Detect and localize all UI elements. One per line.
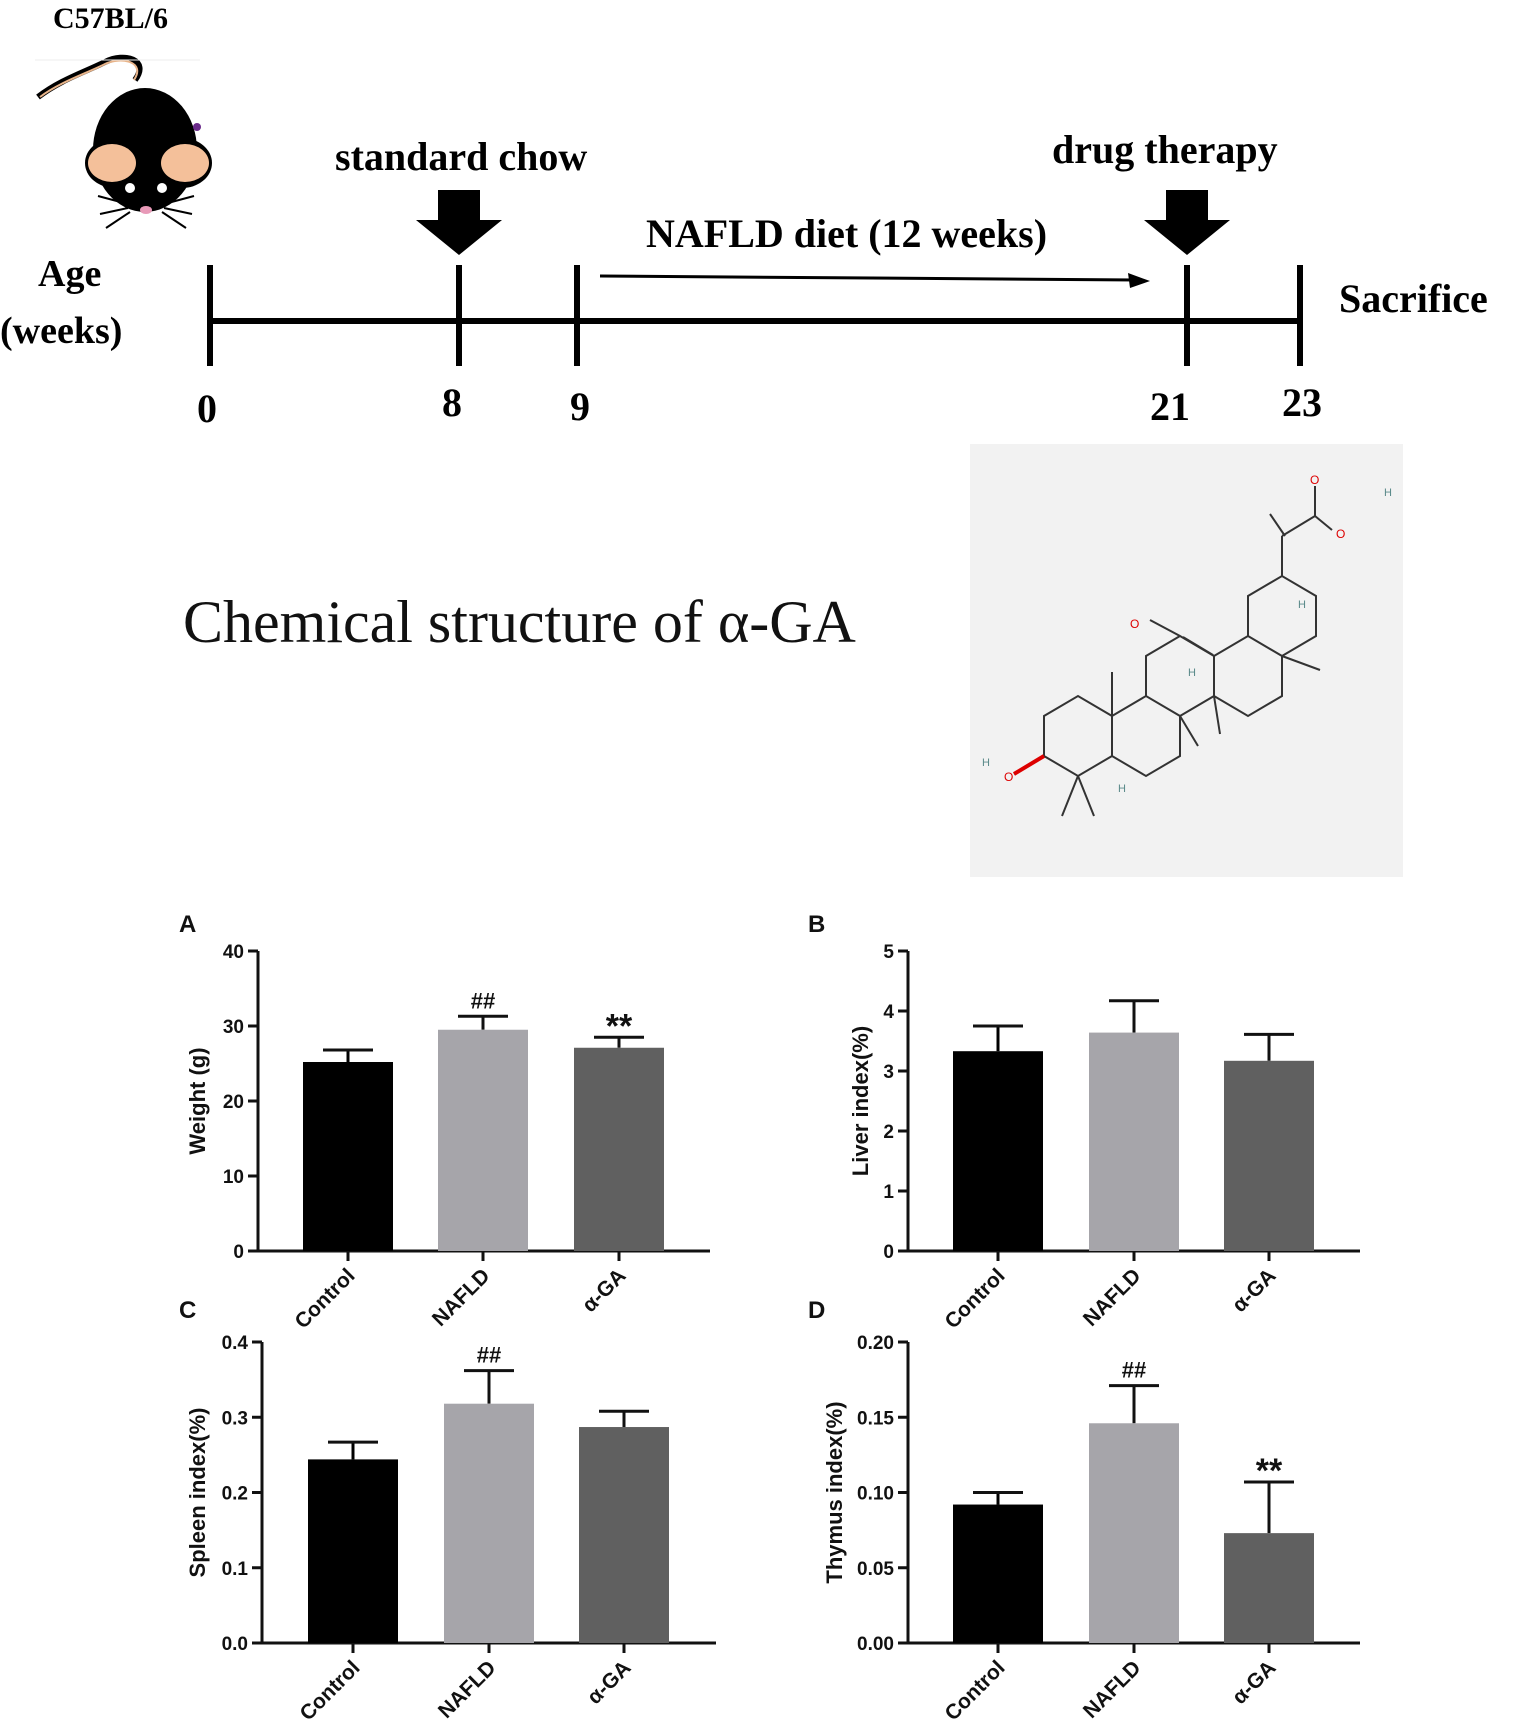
tick-label: 0 [197,386,217,431]
bar [953,1504,1043,1643]
y-tick-label: 0.4 [222,1333,249,1354]
bar [1224,1533,1314,1643]
hydrogen-label: H [1384,487,1392,499]
y-tick-label: 0.1 [222,1559,249,1580]
y-tick-label: 40 [223,942,244,963]
diet-arrow [599,274,1137,282]
significance-mark: ## [471,988,495,1013]
significance-mark: ## [1122,1358,1146,1383]
category-label: NAFLD [1079,1264,1146,1331]
y-tick-label: 0.10 [857,1484,894,1505]
significance-mark: ## [477,1343,501,1368]
y-tick-label: 0.2 [222,1484,248,1505]
tick-label: 8 [442,380,462,425]
panel-letter: A [179,911,196,938]
tick-label: 23 [1282,380,1322,425]
hydrogen-label: H [1118,783,1126,795]
standard-chow-label: standard chow [335,134,587,179]
y-tick-label: 2 [883,1122,894,1143]
y-tick-label: 5 [883,942,894,963]
y-tick-label: 4 [883,1002,894,1023]
tick-label: 21 [1150,384,1190,429]
mouse-icon [36,54,212,229]
category-label: Control [295,1656,364,1725]
chemical-structure-image: O O O O H H H H H [970,444,1403,877]
category-label: Control [290,1264,359,1333]
bar [579,1427,669,1643]
arrow-down-icon [416,190,502,255]
category-label: NAFLD [434,1656,501,1723]
drug-therapy-label: drug therapy [1052,127,1278,172]
y-tick-label: 0 [233,1242,244,1263]
y-axis-label: Thymus index(%) [822,1401,847,1583]
oxygen-label: O [1336,527,1345,541]
panel-letter: C [179,1297,196,1324]
category-label: Control [940,1264,1009,1333]
category-label: α-GA [578,1264,631,1317]
bar [438,1029,528,1251]
significance-mark: ** [1256,1452,1283,1490]
strain-label: C57BL/6 [53,2,168,35]
y-tick-label: 0.05 [857,1559,894,1580]
category-label: α-GA [1228,1656,1281,1709]
hydrogen-label: H [982,757,990,769]
bar [1089,1423,1179,1643]
significance-mark: ** [606,1007,633,1045]
sacrifice-label: Sacrifice [1339,276,1488,321]
age-label: Age [38,253,101,295]
tick-label: 9 [570,384,590,429]
y-tick-label: 0.3 [222,1408,248,1429]
chemical-structure-title: Chemical structure of α-GA [183,589,856,655]
bar [1089,1032,1179,1251]
y-tick-label: 20 [223,1092,244,1113]
panel-letter: B [808,911,825,938]
category-label: α-GA [583,1656,636,1709]
panel-letter: D [808,1297,825,1324]
arrow-down-icon [1144,190,1230,255]
y-axis-label: Spleen index(%) [185,1408,210,1578]
diet-label: NAFLD diet (12 weeks) [646,211,1047,256]
bar [444,1403,534,1643]
oxygen-label: O [1004,770,1013,784]
oxygen-label: O [1130,617,1139,631]
y-tick-label: 0.0 [222,1634,248,1655]
y-tick-label: 30 [223,1017,244,1038]
bar [303,1062,393,1251]
arrow-right-icon [1128,273,1150,288]
y-axis-label: Liver index(%) [848,1026,873,1176]
y-axis-label: Weight (g) [185,1047,210,1154]
category-label: NAFLD [1079,1656,1146,1723]
category-label: NAFLD [428,1264,495,1331]
age-unit-label: (weeks) [0,310,122,352]
oxygen-label: O [1310,473,1319,487]
y-tick-label: 0.20 [857,1333,894,1354]
hydrogen-label: H [1298,599,1306,611]
y-tick-label: 0 [883,1242,894,1263]
bar [953,1051,1043,1251]
y-tick-label: 0.15 [857,1408,894,1429]
y-tick-label: 10 [223,1167,244,1188]
y-tick-label: 3 [883,1062,894,1083]
y-tick-label: 1 [883,1182,894,1203]
category-label: Control [940,1656,1009,1725]
category-label: α-GA [1228,1264,1281,1317]
bar [1224,1060,1314,1251]
hydrogen-label: H [1188,667,1196,679]
y-tick-label: 0.00 [857,1634,894,1655]
bar [308,1459,398,1643]
bar [574,1047,664,1251]
timeline-diagram: C57BL/6 Age (weeks) standard chow drug t… [0,2,1488,431]
